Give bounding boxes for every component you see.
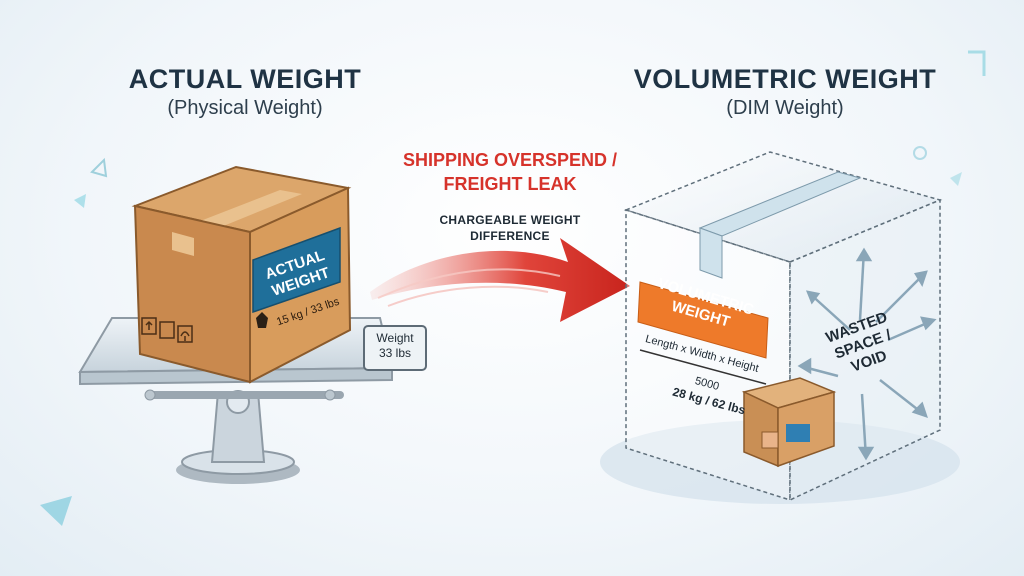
actual-cardboard-box: [131, 165, 352, 384]
chargeable-weight-caption: CHARGEABLE WEIGHT DIFFERENCE: [392, 212, 628, 244]
formula-divider: [639, 349, 767, 385]
scale-display: [363, 325, 427, 371]
decorative-triangles: [40, 50, 986, 526]
actual-weight-label-panel: [252, 226, 341, 314]
overspend-headline-line1: SHIPPING OVERSPEND /: [402, 150, 618, 170]
weight-icon: [256, 312, 268, 328]
volumetric-glass-box: [623, 151, 943, 502]
volumetric-label-panel: [637, 281, 769, 359]
volumetric-weight-subtitle: (DIM Weight): [726, 97, 844, 119]
overspend-headline: SHIPPING OVERSPEND / FREIGHT LEAK: [372, 148, 648, 196]
scale-display-line2: 33 lbs: [378, 346, 412, 360]
scale-display-text: Weight 33 lbs: [364, 331, 426, 361]
small-item-box: [741, 377, 837, 468]
caption-line2: DIFFERENCE: [470, 229, 550, 243]
expansion-arrows: [797, 247, 937, 461]
scale-display-line1: Weight: [376, 331, 414, 345]
handling-symbols: [141, 317, 193, 343]
caption-line1: CHARGEABLE WEIGHT: [439, 213, 581, 227]
item-icon: [786, 424, 810, 442]
volumetric-weight-title: VOLUMETRIC WEIGHT: [633, 64, 937, 94]
overspend-arrow: [370, 238, 630, 322]
actual-weight-title: ACTUAL WEIGHT: [128, 64, 362, 94]
actual-weight-subtitle: (Physical Weight): [167, 97, 323, 119]
overspend-headline-line2: FREIGHT LEAK: [443, 174, 577, 194]
